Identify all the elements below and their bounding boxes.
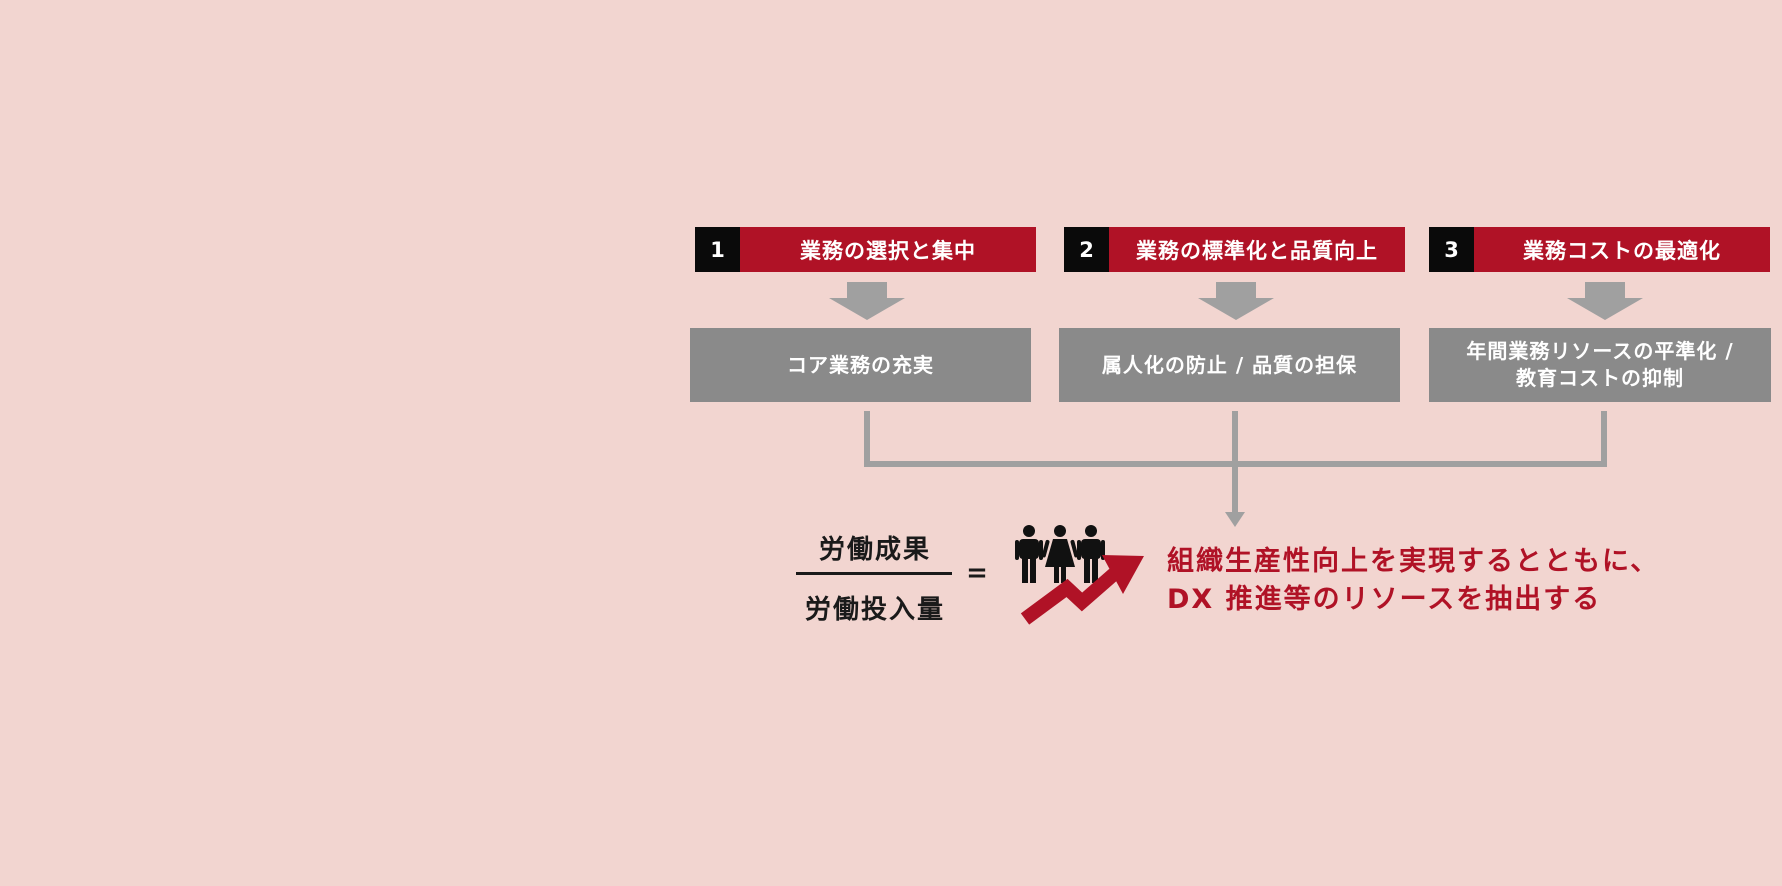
people-icon [1015,525,1105,583]
step-1-title: 業務の選択と集中 [740,227,1036,272]
step-1-header: 1 業務の選択と集中 [695,227,1036,272]
down-arrow-icon [829,282,905,320]
formula-numerator: 労働成果 [818,535,931,565]
formula-equals: = [966,558,990,588]
step-1-result: コア業務の充実 [690,328,1031,402]
down-arrow-icon [1567,282,1643,320]
merge-arrowhead [1225,512,1245,527]
step-1-number: 1 [695,227,740,272]
fraction-bar [796,572,952,575]
rising-arrow-icon [1020,555,1144,625]
step-2-header: 2 業務の標準化と品質向上 [1064,227,1405,272]
step-2-number: 2 [1064,227,1109,272]
down-arrow-icon [1198,282,1274,320]
step-2-title: 業務の標準化と品質向上 [1109,227,1405,272]
step-2-result: 属人化の防止 / 品質の担保 [1059,328,1400,402]
step-3-header: 3 業務コストの最適化 [1429,227,1770,272]
step-3-number: 3 [1429,227,1474,272]
outcome-line-1: 組織生産性向上を実現するとともに、 [1167,546,1660,577]
outcome-line-2: DX 推進等のリソースを抽出する [1167,584,1602,615]
productivity-icon [1015,525,1144,625]
step-3-title: 業務コストの最適化 [1474,227,1770,272]
formula-denominator: 労働投入量 [804,595,945,625]
step-3-result: 年間業務リソースの平準化 / 教育コストの抑制 [1429,328,1771,402]
